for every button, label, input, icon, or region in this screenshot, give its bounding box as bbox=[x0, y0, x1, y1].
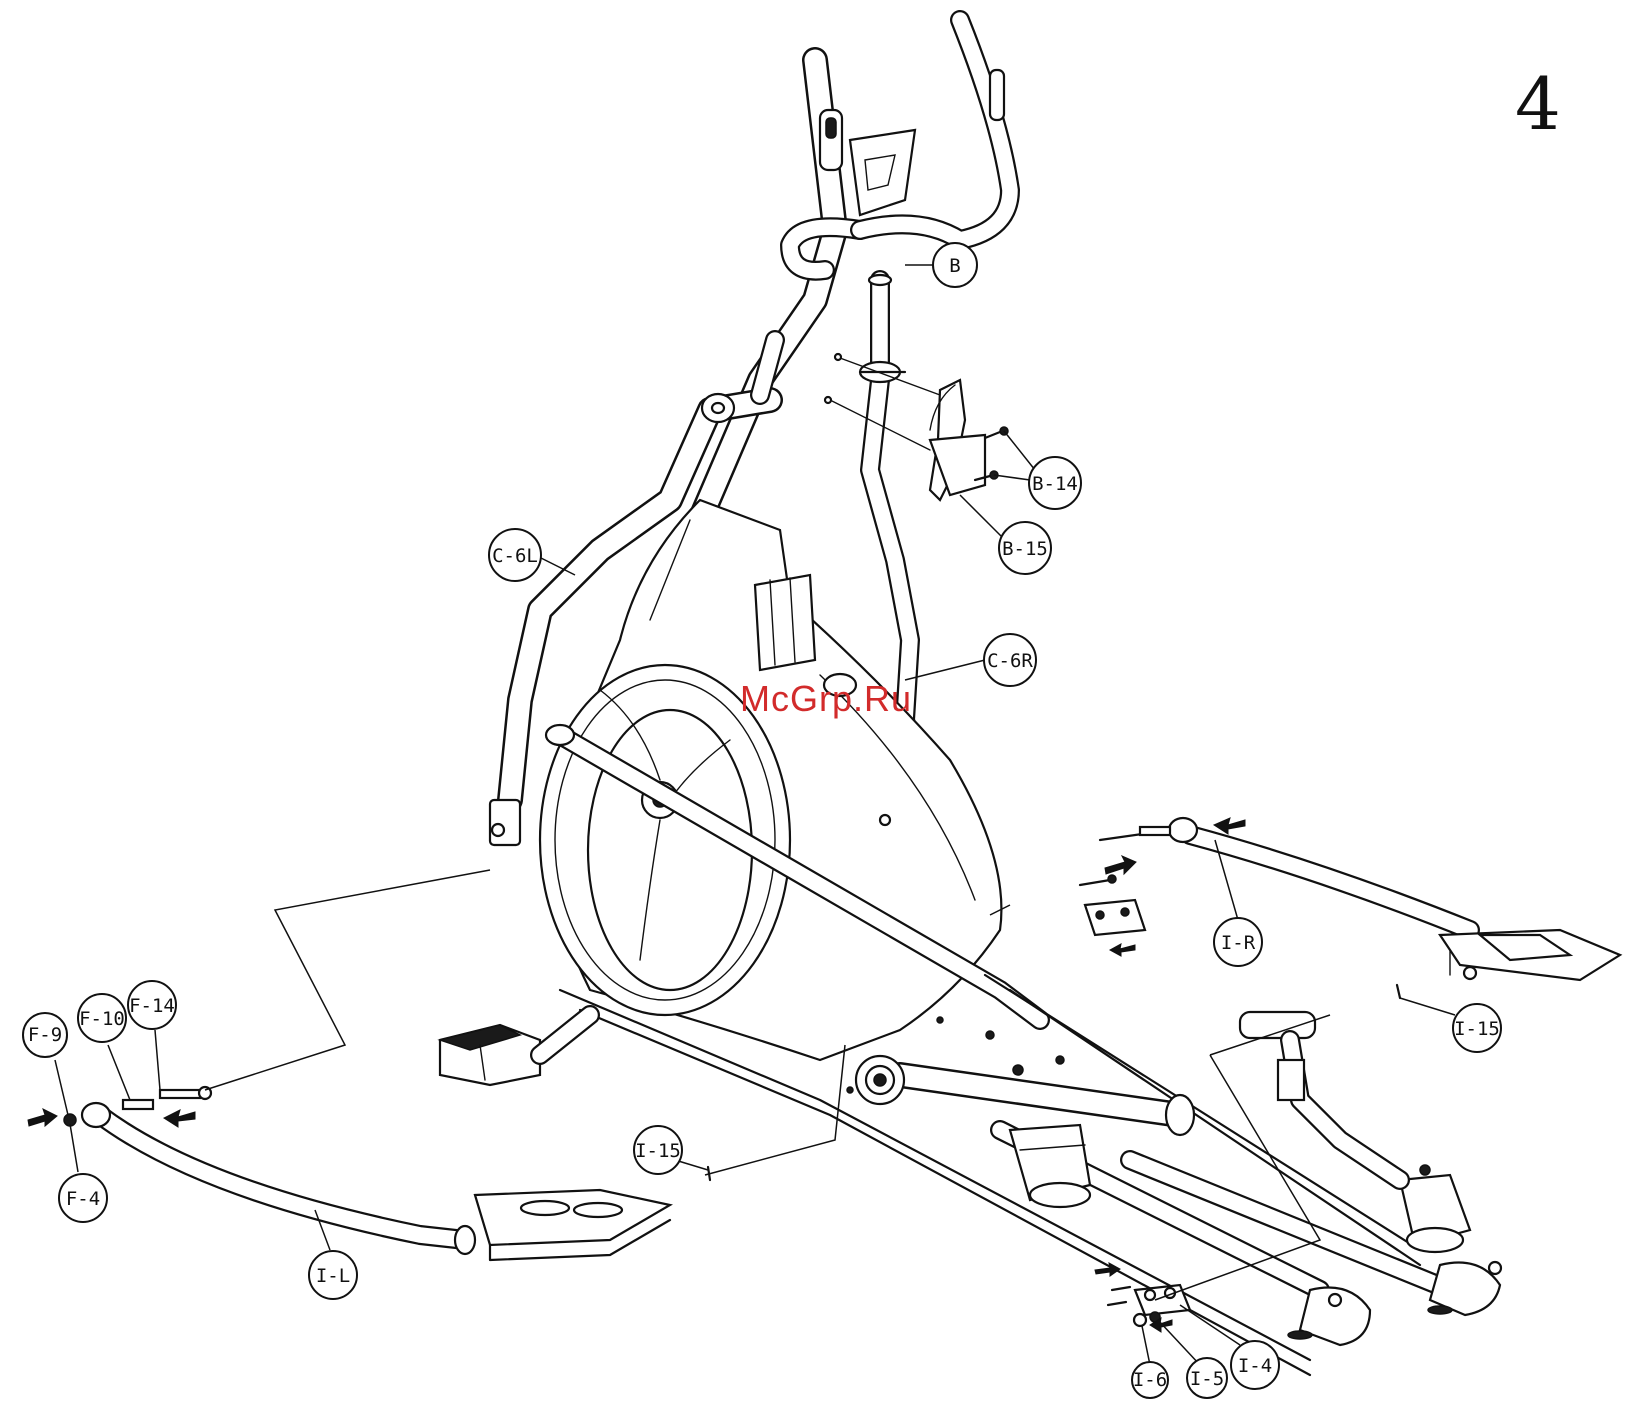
flywheel-housing bbox=[540, 500, 1001, 1060]
callout-i5: I-5 bbox=[1190, 1368, 1224, 1390]
callout-f4: F-4 bbox=[66, 1188, 100, 1210]
callout-i6: I-6 bbox=[1133, 1369, 1167, 1391]
pedal-arm-ir bbox=[1169, 818, 1620, 1180]
callout-c6l: C-6L bbox=[492, 545, 538, 567]
callout-f9: F-9 bbox=[28, 1024, 62, 1046]
arrow-icon bbox=[1214, 818, 1245, 834]
callout-i15-right: I-15 bbox=[1454, 1018, 1500, 1040]
callout-il: I-L bbox=[316, 1265, 350, 1287]
arrow-icon bbox=[1110, 944, 1135, 956]
callout-c6r: C-6R bbox=[987, 650, 1033, 672]
arrow-icon bbox=[1105, 856, 1136, 874]
callout-f14: F-14 bbox=[129, 995, 175, 1017]
arrow-icon bbox=[164, 1110, 195, 1127]
pedal-arm-il bbox=[82, 1103, 670, 1260]
page-number: 4 bbox=[1515, 68, 1561, 140]
watermark: McGrp.Ru bbox=[740, 678, 912, 720]
callout-b: B bbox=[949, 255, 960, 277]
callout-b14: B-14 bbox=[1032, 473, 1078, 495]
callout-i15-left: I-15 bbox=[635, 1140, 681, 1162]
callout-ir: I-R bbox=[1221, 932, 1256, 954]
callout-i4: I-4 bbox=[1238, 1355, 1272, 1377]
callout-f10: F-10 bbox=[79, 1008, 125, 1030]
arrow-icon bbox=[28, 1109, 57, 1126]
base-frame bbox=[440, 975, 1501, 1375]
callout-b15: B-15 bbox=[1002, 538, 1048, 560]
